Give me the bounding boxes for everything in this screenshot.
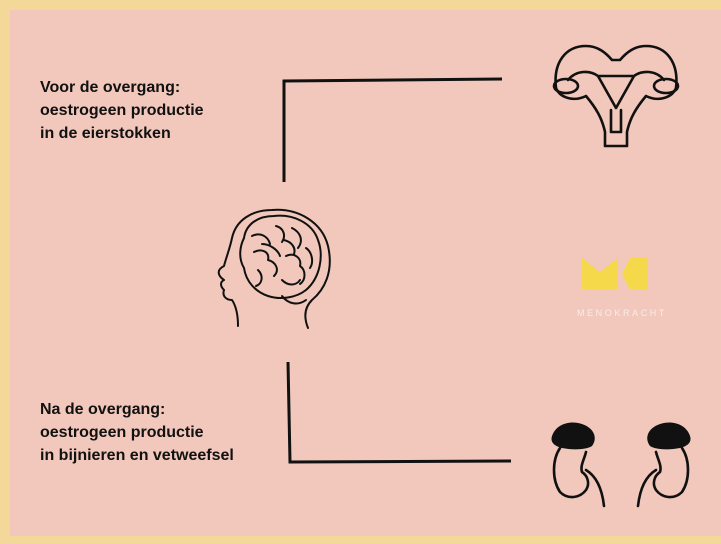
uterus-icon bbox=[554, 46, 678, 146]
caption-after-line-1: Na de overgang: bbox=[40, 398, 234, 421]
caption-after-line-2: oestrogeen productie bbox=[40, 421, 234, 444]
menokracht-logo: MENOKRACHT bbox=[562, 258, 682, 318]
kidneys-icon bbox=[551, 423, 690, 507]
logo-wordmark: MENOKRACHT bbox=[562, 308, 682, 318]
caption-after-line-3: in bijnieren en vetweefsel bbox=[40, 444, 234, 467]
connector-line-bottom bbox=[288, 362, 511, 462]
caption-before-line-3: in de eierstokken bbox=[40, 122, 204, 145]
caption-before-line-2: oestrogeen productie bbox=[40, 99, 204, 122]
brain-head-icon bbox=[219, 210, 330, 328]
connector-line-top bbox=[284, 79, 502, 182]
caption-after-menopause: Na de overgang: oestrogeen productie in … bbox=[40, 398, 234, 467]
caption-before-menopause: Voor de overgang: oestrogeen productie i… bbox=[40, 76, 204, 145]
caption-before-line-1: Voor de overgang: bbox=[40, 76, 204, 99]
